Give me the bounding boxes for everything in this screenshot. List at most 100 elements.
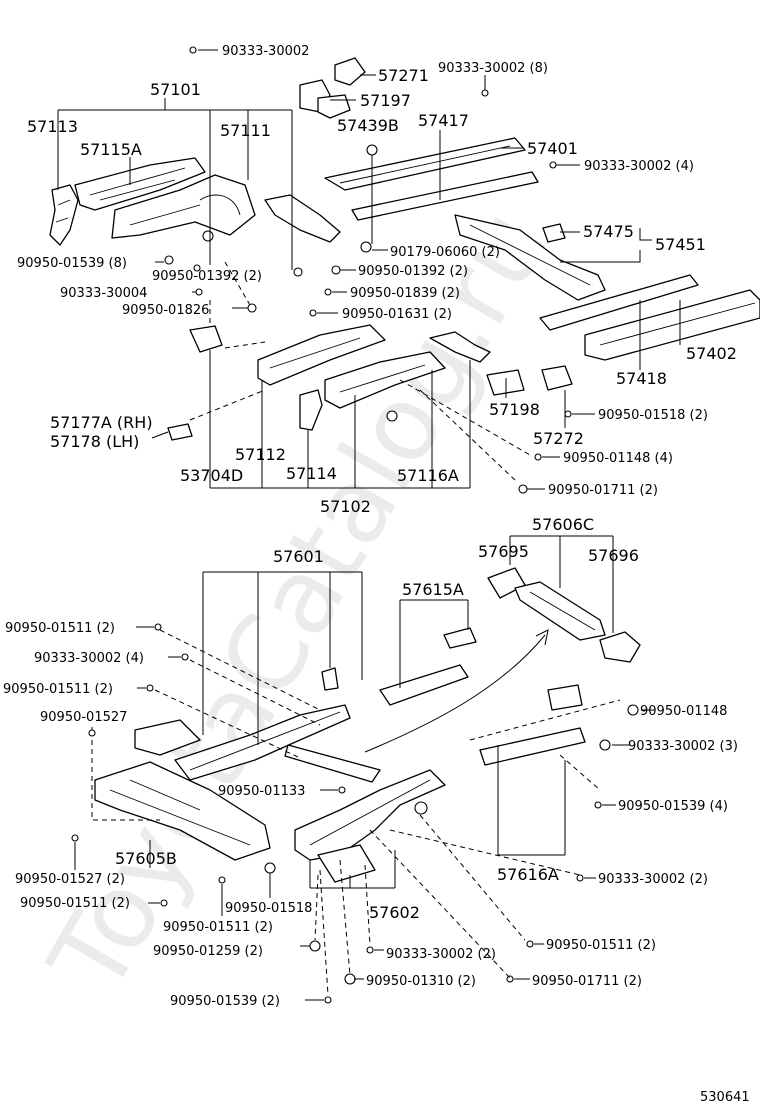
- part-57271-shape[interactable]: [334, 57, 366, 86]
- label-90333-30004[interactable]: 90333-30004: [60, 286, 147, 301]
- part-57601-bracket-shape[interactable]: [134, 719, 201, 756]
- watermark: ToyotaCatalog.ru: [25, 189, 571, 1013]
- part-57102-bracket-shape[interactable]: [429, 331, 491, 363]
- label-90950-01839-2[interactable]: 90950-01839 (2): [350, 286, 460, 301]
- label-90333-30002-2b[interactable]: 90333-30002 (2): [386, 947, 496, 962]
- part-57602-bracket-shape[interactable]: [317, 844, 376, 883]
- label-90950-01133[interactable]: 90950-01133: [218, 784, 305, 799]
- part-57616A-shape[interactable]: [479, 727, 586, 766]
- part-bracket-57101-shape[interactable]: [264, 194, 341, 243]
- part-57417-shape[interactable]: [351, 171, 539, 221]
- label-57116A[interactable]: 57116A: [397, 466, 459, 485]
- label-90950-01711-2b[interactable]: 90950-01711 (2): [532, 974, 642, 989]
- label-57112[interactable]: 57112: [235, 445, 286, 464]
- part-57115A-shape[interactable]: [74, 157, 206, 211]
- part-57615A-bracket-shape[interactable]: [443, 627, 477, 649]
- part-57451-shape[interactable]: [454, 214, 606, 301]
- label-90179-06060-2[interactable]: 90179-06060 (2): [390, 245, 500, 260]
- label-90333-30002-top[interactable]: 90333-30002: [222, 44, 309, 59]
- part-57113-shape[interactable]: [49, 184, 79, 246]
- part-57601-crossmember-shape[interactable]: [284, 744, 381, 783]
- part-57439B-shape[interactable]: [317, 94, 351, 119]
- label-90950-01539-8[interactable]: 90950-01539 (8): [17, 256, 127, 271]
- label-90950-01518[interactable]: 90950-01518: [225, 901, 312, 916]
- label-90950-01527-2[interactable]: 90950-01527 (2): [15, 872, 125, 887]
- label-90950-01511-2e[interactable]: 90950-01511 (2): [546, 938, 656, 953]
- label-90950-01148[interactable]: 90950-01148: [640, 704, 727, 719]
- part-57111-shape[interactable]: [111, 174, 256, 239]
- label-90950-01511-2c[interactable]: 90950-01511 (2): [20, 896, 130, 911]
- part-57401-shape[interactable]: [324, 137, 526, 191]
- part-clip-57601-shape[interactable]: [321, 667, 339, 691]
- label-57402[interactable]: 57402: [686, 344, 737, 363]
- part-57606C-shape[interactable]: [514, 581, 606, 641]
- diagram-id: 530641: [700, 1090, 750, 1105]
- label-90950-01518-2[interactable]: 90950-01518 (2): [598, 408, 708, 423]
- label-57696[interactable]: 57696: [588, 546, 639, 565]
- label-57102[interactable]: 57102: [320, 497, 371, 516]
- label-90950-01539-4[interactable]: 90950-01539 (4): [618, 799, 728, 814]
- label-53704D[interactable]: 53704D: [180, 466, 243, 485]
- label-90333-30002-3[interactable]: 90333-30002 (3): [628, 739, 738, 754]
- label-57111[interactable]: 57111: [220, 121, 271, 140]
- label-57615A[interactable]: 57615A: [402, 580, 464, 599]
- label-57114[interactable]: 57114: [286, 464, 337, 483]
- label-57177A-rh[interactable]: 57177A (RH): [50, 413, 153, 432]
- label-90950-01310-2[interactable]: 90950-01310 (2): [366, 974, 476, 989]
- label-90950-01826[interactable]: 90950-01826: [122, 303, 209, 318]
- part-57696-shape[interactable]: [599, 631, 641, 663]
- part-57114-shape[interactable]: [299, 389, 323, 431]
- part-57475-shape[interactable]: [542, 223, 566, 243]
- label-57475[interactable]: 57475: [583, 222, 634, 241]
- part-57272-shape[interactable]: [541, 365, 573, 391]
- label-57178-lh[interactable]: 57178 (LH): [50, 432, 139, 451]
- part-57402-shape[interactable]: [539, 274, 699, 331]
- label-57198[interactable]: 57198: [489, 400, 540, 419]
- label-57272[interactable]: 57272: [533, 429, 584, 448]
- dashed-lines-top: [189, 261, 531, 481]
- label-90950-01511-2b[interactable]: 90950-01511 (2): [3, 682, 113, 697]
- part-53704D-shape[interactable]: [189, 325, 223, 353]
- part-57177A-shape[interactable]: [167, 423, 193, 441]
- part-57605B-shape[interactable]: [94, 761, 271, 861]
- part-57112-shape[interactable]: [257, 324, 386, 386]
- label-57616A[interactable]: 57616A: [497, 865, 559, 884]
- label-57451[interactable]: 57451: [655, 235, 706, 254]
- leader-lines-top: [57, 49, 681, 490]
- label-90950-01392-2a[interactable]: 90950-01392 (2): [152, 269, 262, 284]
- label-90950-01511-2a[interactable]: 90950-01511 (2): [5, 621, 115, 636]
- part-57602-shape[interactable]: [294, 769, 446, 861]
- label-57113[interactable]: 57113: [27, 117, 78, 136]
- label-57605B[interactable]: 57605B: [115, 849, 177, 868]
- part-57418-shape[interactable]: [584, 289, 760, 361]
- part-57601-shape[interactable]: [174, 704, 351, 781]
- label-90950-01527[interactable]: 90950-01527: [40, 710, 127, 725]
- label-57417[interactable]: 57417: [418, 111, 469, 130]
- label-57197[interactable]: 57197: [360, 91, 411, 110]
- part-57615A-shape[interactable]: [379, 664, 469, 706]
- part-57616A-bracket-shape[interactable]: [547, 684, 583, 711]
- label-90333-30002-4a[interactable]: 90333-30002 (4): [584, 159, 694, 174]
- label-57606C[interactable]: 57606C: [532, 515, 594, 534]
- label-90950-01711-2a[interactable]: 90950-01711 (2): [548, 483, 658, 498]
- part-labels: 90333-30002 57271 90333-30002 (8) 57101 …: [3, 44, 750, 1105]
- label-57418[interactable]: 57418: [616, 369, 667, 388]
- label-57101[interactable]: 57101: [150, 80, 201, 99]
- label-90950-01539-2[interactable]: 90950-01539 (2): [170, 994, 280, 1009]
- label-57439B[interactable]: 57439B: [337, 116, 399, 135]
- label-57601[interactable]: 57601: [273, 547, 324, 566]
- label-57401[interactable]: 57401: [527, 139, 578, 158]
- label-90333-30002-4b[interactable]: 90333-30002 (4): [34, 651, 144, 666]
- label-57271[interactable]: 57271: [378, 66, 429, 85]
- label-90950-01631-2[interactable]: 90950-01631 (2): [342, 307, 452, 322]
- part-57116A-shape[interactable]: [324, 351, 446, 409]
- label-57695[interactable]: 57695: [478, 542, 529, 561]
- label-90950-01148-4[interactable]: 90950-01148 (4): [563, 451, 673, 466]
- label-57115A[interactable]: 57115A: [80, 140, 142, 159]
- label-90333-30002-2a[interactable]: 90333-30002 (2): [598, 872, 708, 887]
- label-90950-01511-2d[interactable]: 90950-01511 (2): [163, 920, 273, 935]
- label-57602[interactable]: 57602: [369, 903, 420, 922]
- label-90333-30002-8[interactable]: 90333-30002 (8): [438, 61, 548, 76]
- label-90950-01259-2[interactable]: 90950-01259 (2): [153, 944, 263, 959]
- label-90950-01392-2b[interactable]: 90950-01392 (2): [358, 264, 468, 279]
